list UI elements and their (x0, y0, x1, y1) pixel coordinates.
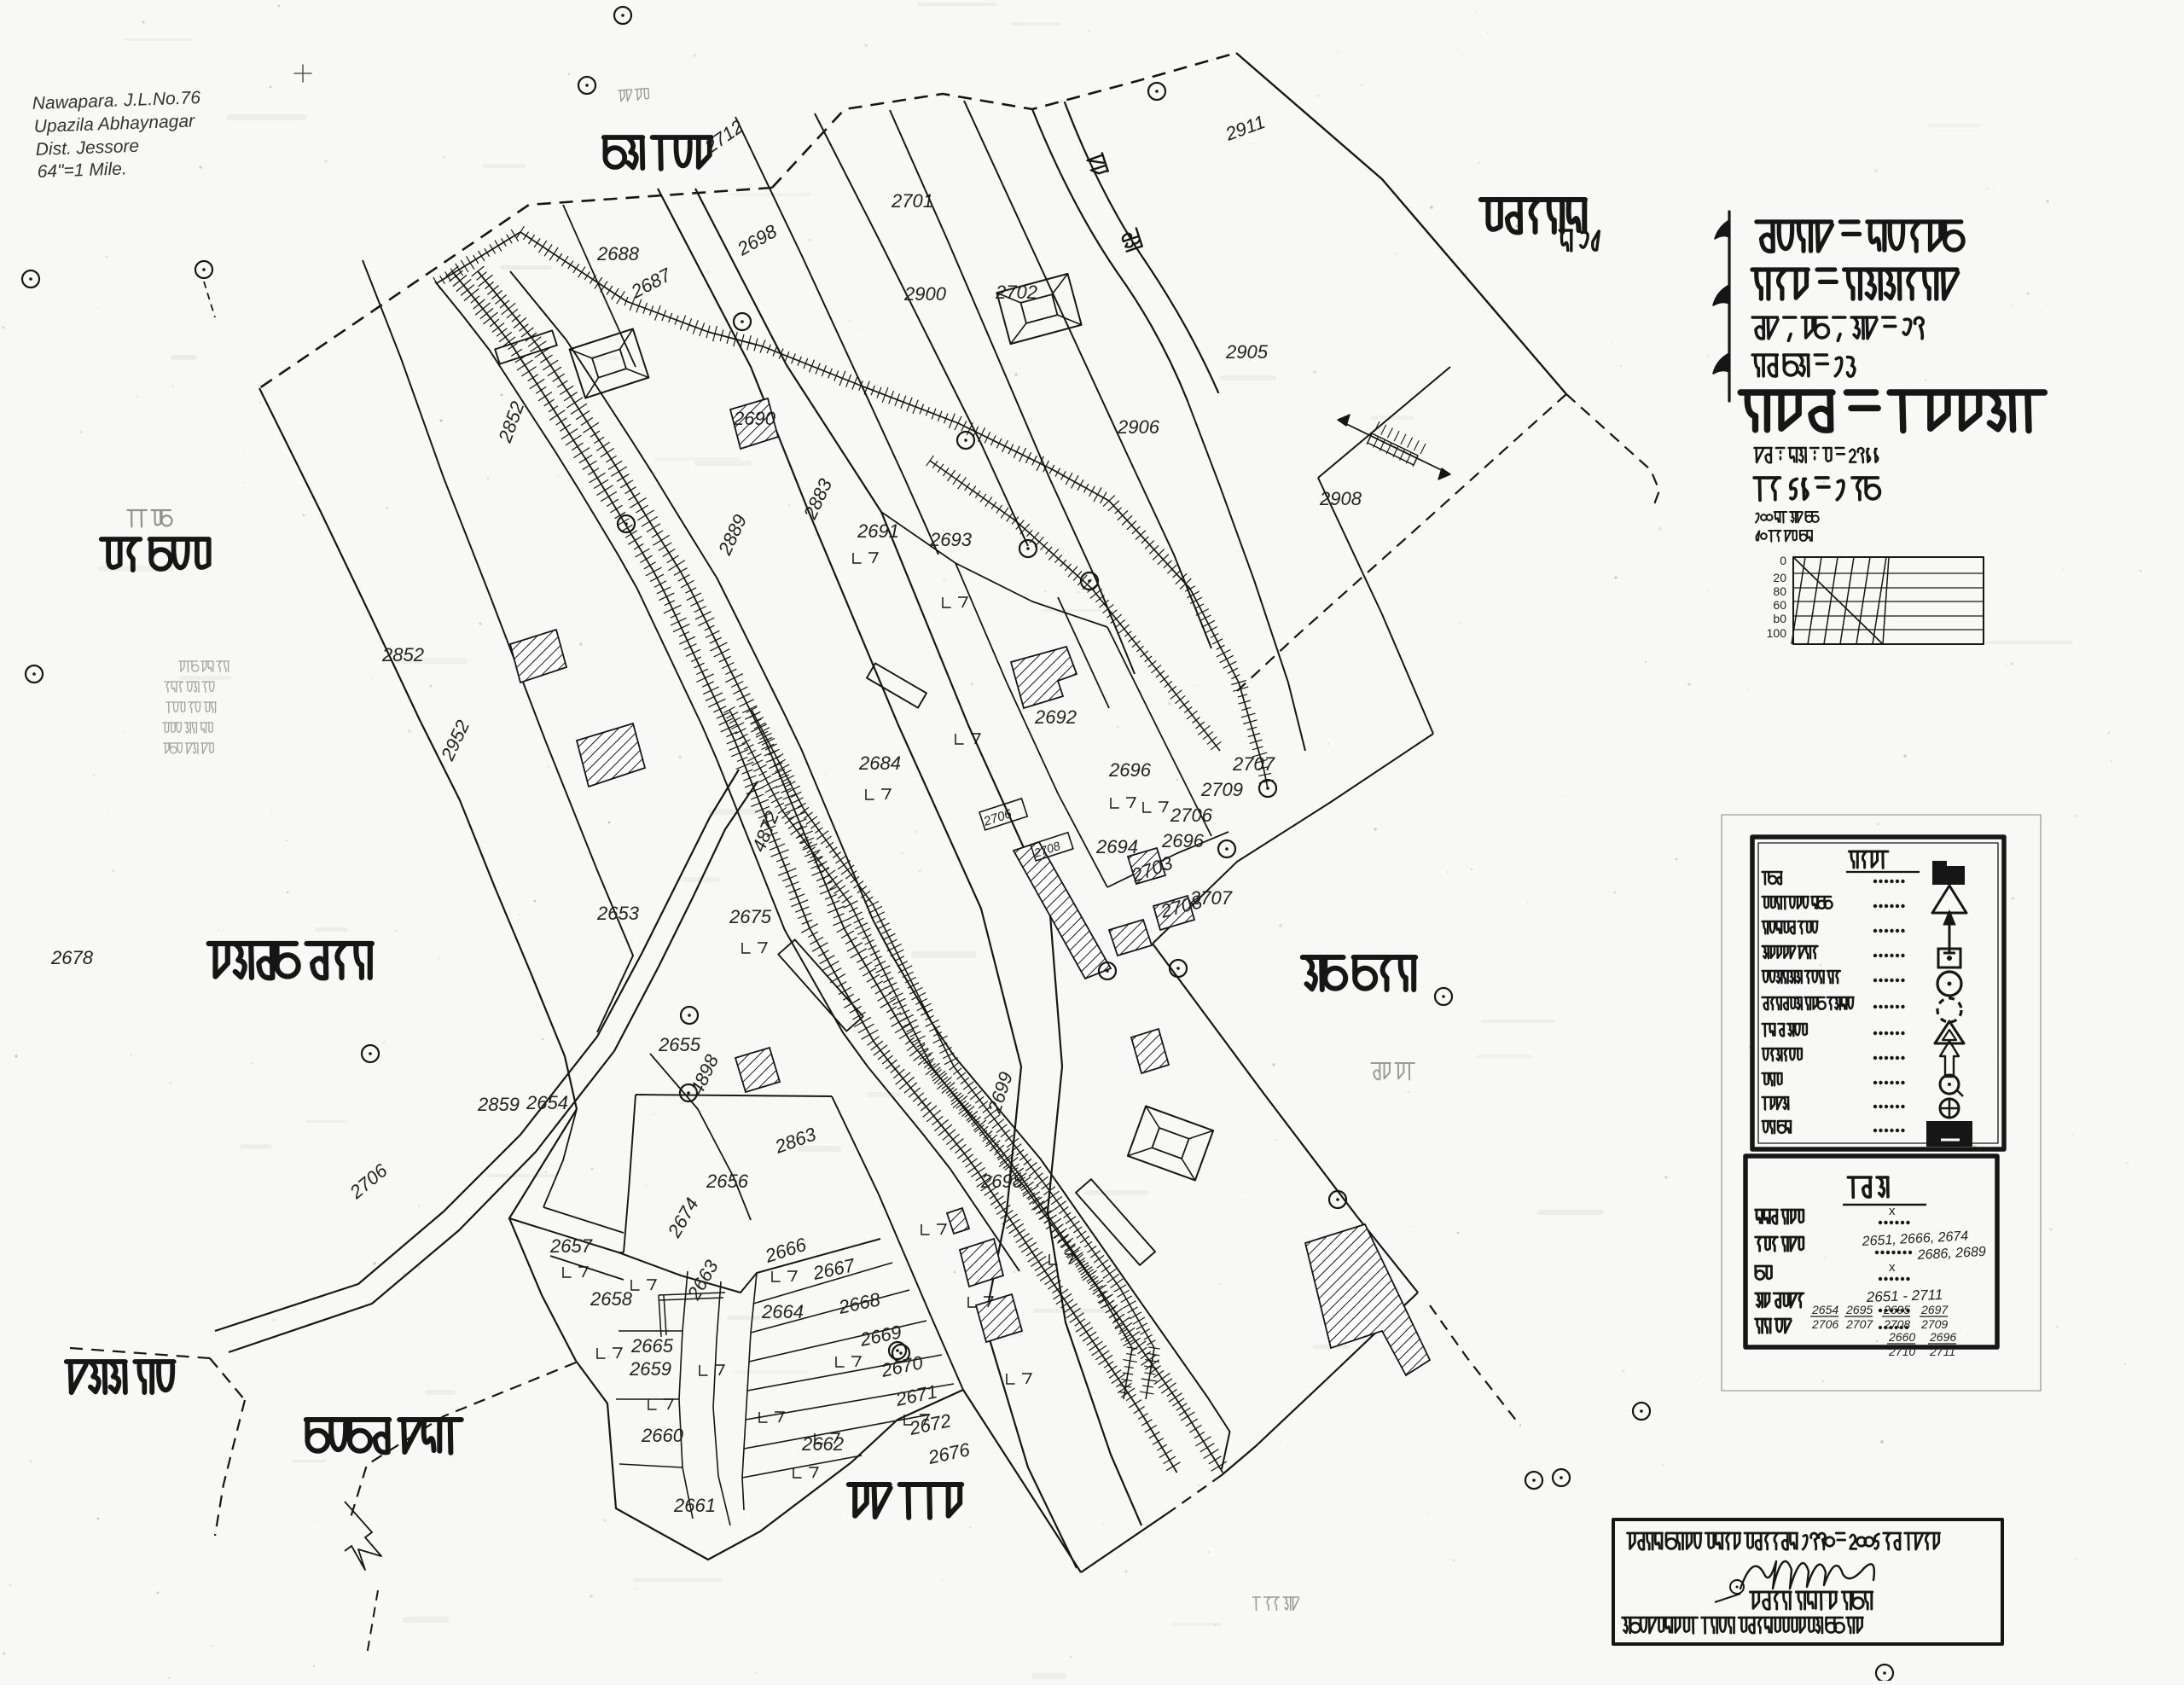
svg-text:Dist. Jessore: Dist. Jessore (35, 137, 139, 160)
svg-text:2906: 2906 (1117, 416, 1160, 438)
svg-text:2659: 2659 (629, 1358, 671, 1380)
svg-text:2656: 2656 (706, 1171, 749, 1192)
svg-text:2654: 2654 (1811, 1303, 1838, 1316)
svg-text:2696: 2696 (1161, 830, 1205, 851)
svg-text:b0: b0 (1773, 612, 1786, 625)
svg-text:60: 60 (1773, 598, 1786, 612)
svg-text:2702: 2702 (995, 282, 1037, 303)
svg-text:64"=1 Mile.: 64"=1 Mile. (37, 159, 127, 182)
svg-text:80: 80 (1773, 584, 1786, 598)
svg-text:2660: 2660 (1888, 1330, 1915, 1344)
svg-text:2686, 2689: 2686, 2689 (1916, 1245, 1986, 1263)
svg-text:2658: 2658 (590, 1288, 633, 1310)
svg-text:2693: 2693 (929, 529, 973, 550)
svg-text:2695: 2695 (1883, 1303, 1910, 1316)
svg-text:2698: 2698 (980, 1171, 1024, 1192)
svg-text:20: 20 (1773, 571, 1786, 584)
svg-text:2651 - 2711: 2651 - 2711 (1865, 1287, 1943, 1305)
svg-text:2707: 2707 (1845, 1317, 1873, 1331)
svg-text:2696: 2696 (1108, 759, 1152, 781)
svg-text:2657: 2657 (549, 1235, 593, 1257)
svg-text:0: 0 (1780, 554, 1786, 567)
svg-text:2711: 2711 (1929, 1345, 1955, 1358)
svg-text:2905: 2905 (1225, 341, 1269, 363)
svg-text:100: 100 (1767, 626, 1787, 640)
svg-text:2707: 2707 (1189, 887, 1233, 909)
svg-text:2675: 2675 (729, 906, 772, 927)
svg-text:2694: 2694 (1095, 836, 1138, 857)
svg-text:2859: 2859 (477, 1094, 520, 1115)
svg-text:2908: 2908 (1319, 488, 1362, 509)
svg-text:x: x (1889, 1260, 1896, 1275)
svg-text:2664: 2664 (761, 1301, 804, 1322)
svg-text:2706: 2706 (1170, 805, 1213, 826)
svg-text:x: x (1889, 1204, 1896, 1218)
svg-text:2710: 2710 (1888, 1345, 1915, 1358)
svg-text:2684: 2684 (858, 752, 901, 774)
svg-text:2690: 2690 (733, 408, 776, 429)
svg-text:2655: 2655 (658, 1034, 701, 1055)
svg-text:2691: 2691 (857, 520, 899, 542)
svg-text:2709: 2709 (1920, 1317, 1948, 1331)
svg-text:2678: 2678 (50, 947, 94, 968)
svg-text:2706: 2706 (1811, 1317, 1838, 1331)
svg-text:2653: 2653 (596, 903, 640, 924)
svg-text:2697: 2697 (1920, 1303, 1949, 1316)
svg-text:2688: 2688 (596, 243, 640, 264)
svg-text:2852: 2852 (381, 644, 424, 665)
svg-text:2661: 2661 (673, 1495, 716, 1516)
svg-text:2654: 2654 (526, 1092, 568, 1113)
svg-text:2707: 2707 (1232, 753, 1275, 775)
svg-text:2701: 2701 (891, 190, 933, 212)
svg-text:2695: 2695 (1845, 1303, 1873, 1316)
svg-text:2692: 2692 (1034, 706, 1077, 728)
svg-text:2651, 2666, 2674: 2651, 2666, 2674 (1861, 1229, 1968, 1249)
svg-text:2660: 2660 (641, 1425, 684, 1446)
svg-text:2900: 2900 (903, 283, 947, 305)
svg-text:2662: 2662 (801, 1433, 844, 1455)
svg-text:2709: 2709 (1200, 779, 1243, 800)
svg-text:2665: 2665 (630, 1335, 674, 1357)
svg-text:2696: 2696 (1929, 1330, 1956, 1344)
